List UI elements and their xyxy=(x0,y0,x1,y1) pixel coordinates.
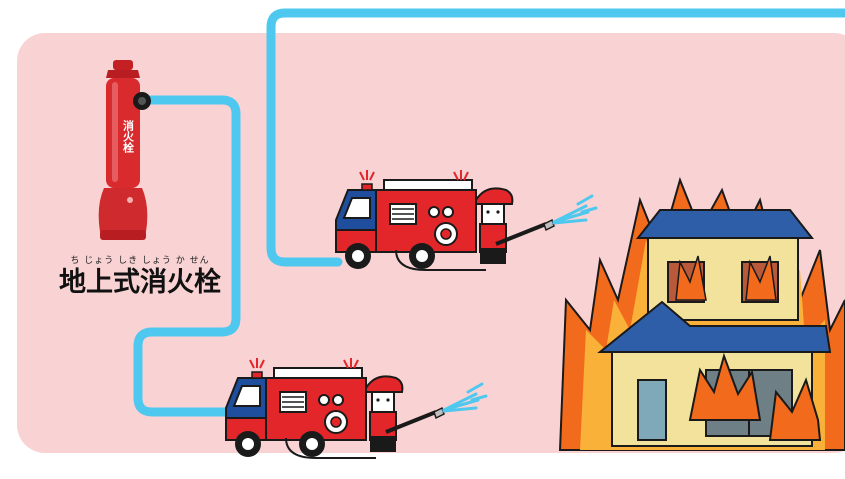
hydrant-caption-furigana: ち じょう しき しょう か せん xyxy=(40,256,240,267)
hydrant-caption: ち じょう しき しょう か せん 地上式消火栓 xyxy=(40,256,240,299)
house-upper-roof xyxy=(638,210,812,238)
hydrant-caption-text: 地上式消火栓 xyxy=(40,267,240,299)
hydrant-vertical-text: 消火栓 xyxy=(122,119,135,154)
house-door xyxy=(638,380,666,440)
